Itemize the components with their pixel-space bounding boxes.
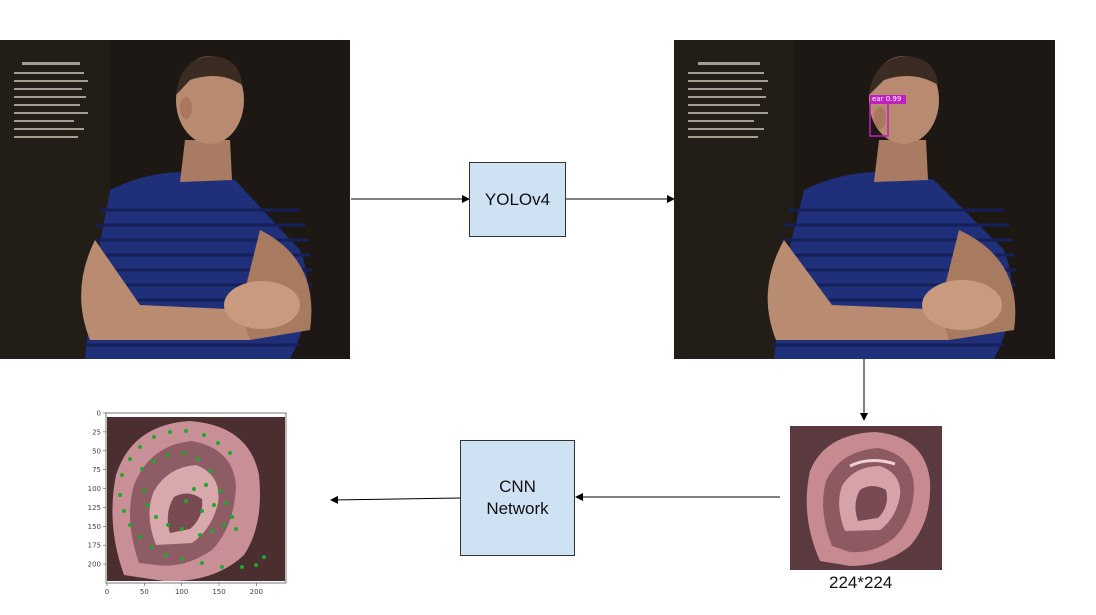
detection-label: ear 0.99 [872, 95, 902, 103]
landmark-output-plot: 0 25 50 75 100 125 150 175 200 0 50 100 150 200 [84, 405, 294, 600]
x-tick-label: 50 [140, 588, 149, 596]
arrow-cnn-to-output [330, 495, 461, 504]
cnn-network-label: CNN Network [486, 477, 549, 518]
crop-size-caption: 224*224 [829, 573, 893, 592]
x-axis: 0 50 100 150 200 [105, 583, 263, 596]
x-tick-label: 100 [175, 588, 188, 596]
poster-text [14, 62, 88, 138]
ear-image-in-plot [107, 417, 285, 582]
y-tick-label: 75 [92, 466, 101, 474]
y-tick-label: 0 [97, 410, 101, 418]
ear-crop-image [790, 426, 942, 570]
cnn-network-node: CNN Network [460, 440, 575, 556]
x-tick-label: 0 [105, 588, 109, 596]
yolov4-node: YOLOv4 [469, 162, 566, 237]
y-tick-label: 125 [88, 504, 101, 512]
y-tick-label: 25 [92, 428, 101, 436]
x-tick-label: 200 [250, 588, 263, 596]
input-photo [0, 40, 350, 359]
y-axis: 0 25 50 75 100 125 150 175 200 [88, 410, 106, 569]
y-tick-label: 100 [88, 485, 101, 493]
y-tick-label: 175 [88, 542, 101, 550]
y-tick-label: 200 [88, 561, 101, 569]
detection-photo: ear 0.99 [674, 40, 1055, 359]
y-tick-label: 150 [88, 523, 101, 531]
landmark-points [118, 429, 266, 569]
yolov4-label: YOLOv4 [484, 189, 551, 209]
y-tick-label: 50 [92, 447, 101, 455]
x-tick-label: 150 [212, 588, 225, 596]
